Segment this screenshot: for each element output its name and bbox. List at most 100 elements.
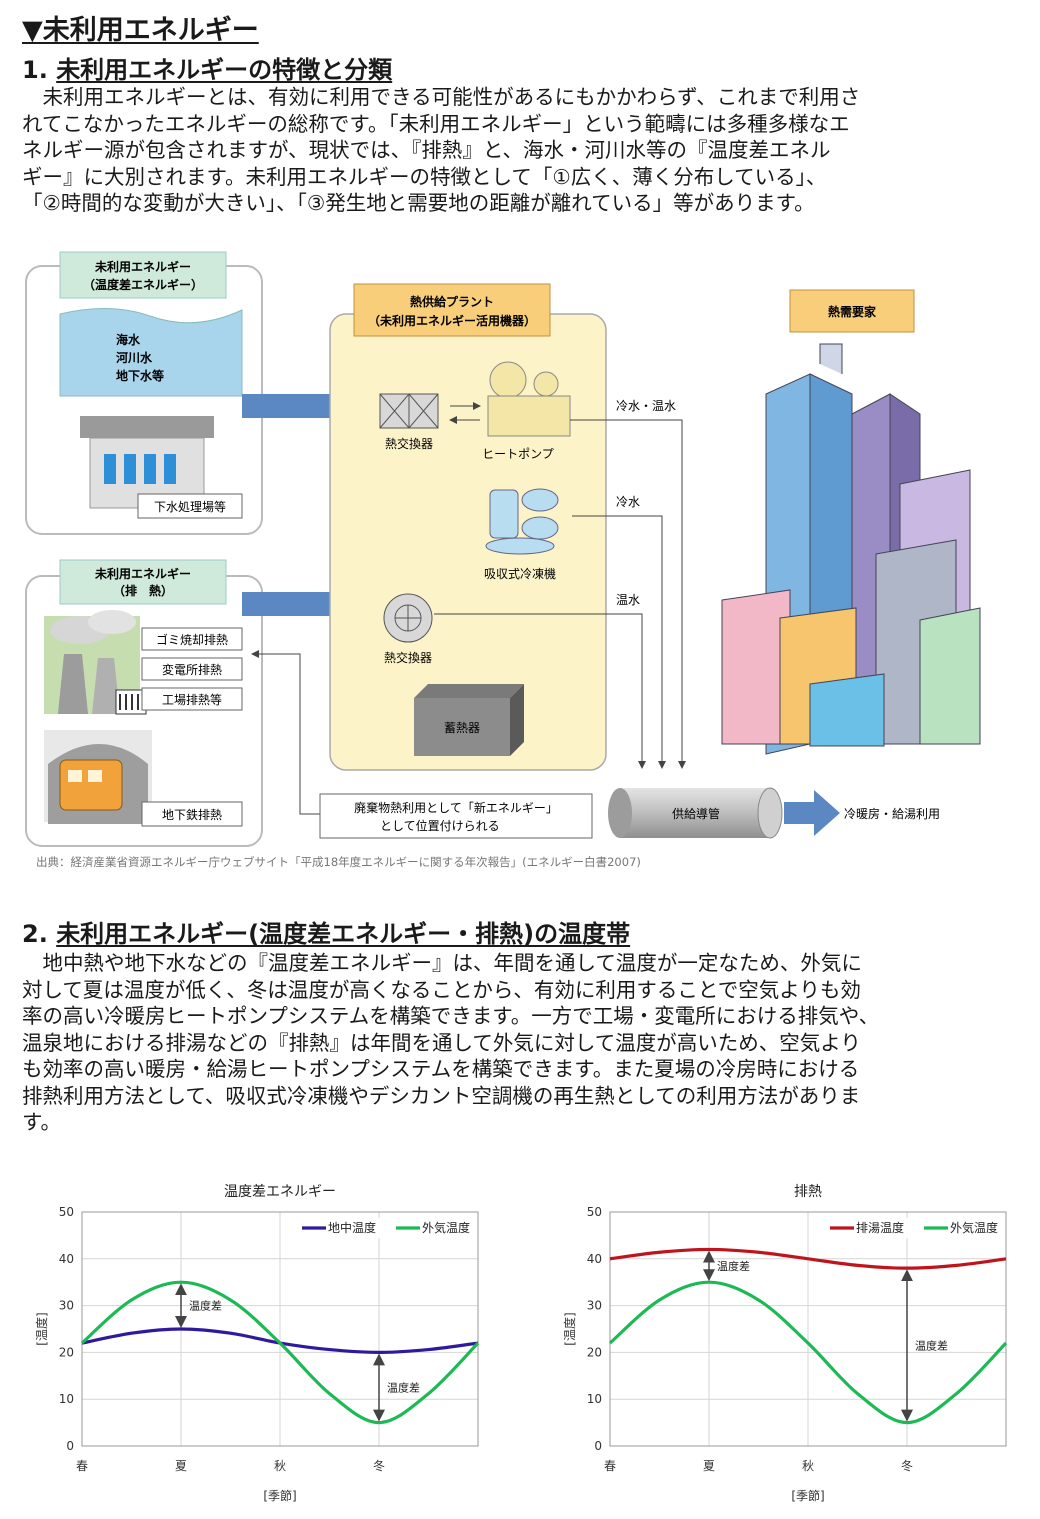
section1-line: 「②時間的な変動が大きい」、「③発生地と需要地の距離が離れている」等があります。 (22, 191, 815, 215)
energy-flow-diagram: 未利用エネルギー （温度差エネルギー） 海水 河川水 地下水等 下水処理場等 未… (25, 251, 981, 869)
section2-line: す。 (22, 1110, 61, 1134)
water-shape (59, 308, 243, 397)
y-tick-label: 50 (59, 1205, 74, 1219)
section2-line: 地中熱や地下水などの『温度差エネルギー』は、年間を通して温度が一定なため、外気に (22, 951, 862, 975)
plot-area (609, 1211, 1007, 1447)
factory-label: 工場排熱等 (162, 693, 222, 707)
section1-title: 1. 未利用エネルギーの特徴と分類 (22, 50, 392, 85)
new-energy-note-line1: 廃棄物熱利用として「新エネルギー」 (354, 800, 558, 815)
y-axis-label: [温度] (562, 1312, 577, 1345)
annotation-label: 温度差 (189, 1299, 222, 1313)
annotation-label: 温度差 (915, 1338, 948, 1352)
legend-label: 外気温度 (422, 1220, 470, 1235)
plot-area (81, 1211, 479, 1447)
flow-line-cold-hot (570, 419, 686, 769)
chart-title: 排熱 (794, 1184, 822, 1200)
buildings-icon (721, 343, 981, 755)
y-tick-label: 20 (59, 1345, 74, 1359)
plant-title-line2: （未利用エネルギー活用機器） (368, 313, 536, 328)
supply-pipe-icon (608, 787, 783, 839)
section1-heading: 未利用エネルギーの特徴と分類 (56, 56, 393, 84)
factory-icon (44, 610, 147, 715)
section2-line: 排熱利用方法として、吸収式冷凍機やデシカント空調機の再生熱としての利用方法があり… (22, 1083, 861, 1108)
y-tick-label: 10 (587, 1392, 602, 1406)
annotation-label: 温度差 (387, 1381, 420, 1395)
y-tick-label: 20 (587, 1345, 602, 1359)
x-tick-label: 夏 (703, 1459, 715, 1473)
y-axis-label: [温度] (34, 1312, 49, 1345)
heat-pump-icon (487, 361, 571, 437)
y-tick-label: 50 (587, 1205, 602, 1219)
flow-line-exhaust-return (252, 614, 301, 794)
section2-line: も効率の高い暖房・給湯ヒートポンプシステムを構築できます。また夏場の冷房時におけ… (22, 1057, 860, 1081)
y-tick-label: 40 (59, 1252, 74, 1266)
x-tick-label: 冬 (373, 1458, 385, 1473)
subway-label: 地下鉄排熱 (162, 807, 222, 822)
exhaust-title-line2: （排 熱） (113, 583, 173, 598)
sewage-label-box (137, 493, 243, 519)
exhaust-heat-chart-svg: 排熱01020304050春夏秋冬[季節][温度]温度差温度差排湯温度外気温度 (562, 1184, 1008, 1503)
section1-paragraph: 未利用エネルギーとは、有効に利用できる可能性があるにもかかわらず、これまで利用さ… (22, 84, 1022, 217)
diagram-source: 出典：経済産業省資源エネルギー庁ウェブサイト「平成18年度エネルギーに関する年次… (36, 855, 641, 869)
substation-label-box (141, 657, 243, 681)
annotation-label: 温度差 (717, 1259, 750, 1273)
subway-icon (44, 730, 152, 824)
x-axis-label: [季節] (791, 1488, 824, 1503)
legend-box (824, 1218, 1004, 1238)
heat-storage-label: 蓄熱器 (444, 721, 480, 735)
heat-exchanger-round-icon (383, 593, 433, 643)
heat-pump-label: ヒートポンプ (482, 447, 554, 461)
substation-label: 変電所排熱 (162, 662, 222, 677)
absorption-chiller-label: 吸収式冷凍機 (484, 566, 556, 581)
use-label: 冷暖房・給湯利用 (844, 806, 940, 821)
legend-label: 地中温度 (328, 1220, 376, 1235)
hot-water-label: 温水 (616, 593, 640, 607)
demand-label-box (789, 289, 915, 333)
plant-title-box (353, 283, 551, 337)
new-energy-note-box (319, 793, 593, 839)
arrow-pipe-to-use (784, 790, 840, 836)
series-line-外気温度 (608, 1280, 1008, 1425)
y-tick-label: 0 (594, 1439, 602, 1453)
cold-hot-water-label: 冷水・温水 (616, 399, 676, 413)
water-label-sea: 海水 (116, 332, 141, 347)
temp-diff-chart-svg: 温度差エネルギー01020304050春夏秋冬[季節][温度]温度差温度差地中温… (34, 1184, 480, 1503)
series-line-外気温度 (80, 1280, 480, 1425)
section1-line: 未利用エネルギーとは、有効に利用できる可能性があるにもかかわらず、これまで利用さ (22, 85, 861, 109)
section2-number: 2. (22, 920, 48, 948)
section1-number: 1. (22, 56, 48, 84)
temp-diff-title-line2: （温度差エネルギー） (83, 277, 203, 292)
garbage-label: ゴミ焼却排熱 (156, 632, 228, 647)
subway-label-box (141, 801, 243, 827)
x-tick-label: 春 (604, 1459, 616, 1473)
y-tick-label: 10 (59, 1392, 74, 1406)
x-tick-label: 秋 (802, 1459, 814, 1473)
exhaust-title-line1: 未利用エネルギー (94, 566, 191, 581)
x-axis-label: [季節] (263, 1488, 296, 1503)
exhaust-title-box (59, 559, 227, 605)
y-tick-label: 30 (587, 1299, 602, 1313)
legend-label: 外気温度 (950, 1220, 998, 1235)
section1-line: れてこなかったエネルギーの総称です。「未利用エネルギー」という範疇には多種多様な… (22, 111, 850, 136)
flow-line-hot (434, 613, 646, 769)
heat-storage-icon (414, 684, 524, 756)
water-label-river: 河川水 (115, 350, 153, 365)
y-tick-label: 40 (587, 1252, 602, 1266)
heat-exchanger-square-icon (379, 393, 439, 429)
legend-box (296, 1218, 476, 1238)
section2-line: 率の高い冷暖房ヒートポンプシステムを構築できます。一方で工場・変電所における排気… (22, 1004, 880, 1028)
flow-line-cold (572, 515, 666, 769)
sewage-label: 下水処理場等 (154, 500, 226, 514)
x-tick-label: 夏 (175, 1459, 187, 1473)
plant-title-line1: 熱供給プラント (410, 294, 494, 309)
chart-title: 温度差エネルギー (224, 1184, 336, 1200)
section2-line: 対して夏は温度が低く、冬は温度が高くなることから、有効に利用することで空気よりも… (22, 977, 861, 1002)
section2-heading: 未利用エネルギー(温度差エネルギー・排熱)の温度帯 (56, 920, 631, 948)
heat-exchanger-label-2: 熱交換器 (384, 650, 432, 665)
temp-diff-title-box (59, 251, 227, 299)
section2-line: 温泉地における排湯などの『排熱』は年間を通して外気に対して温度が高いため、空気よ… (22, 1030, 861, 1055)
series-line-排湯温度 (609, 1247, 1007, 1270)
section2-title: 2. 未利用エネルギー(温度差エネルギー・排熱)の温度帯 (22, 914, 630, 949)
